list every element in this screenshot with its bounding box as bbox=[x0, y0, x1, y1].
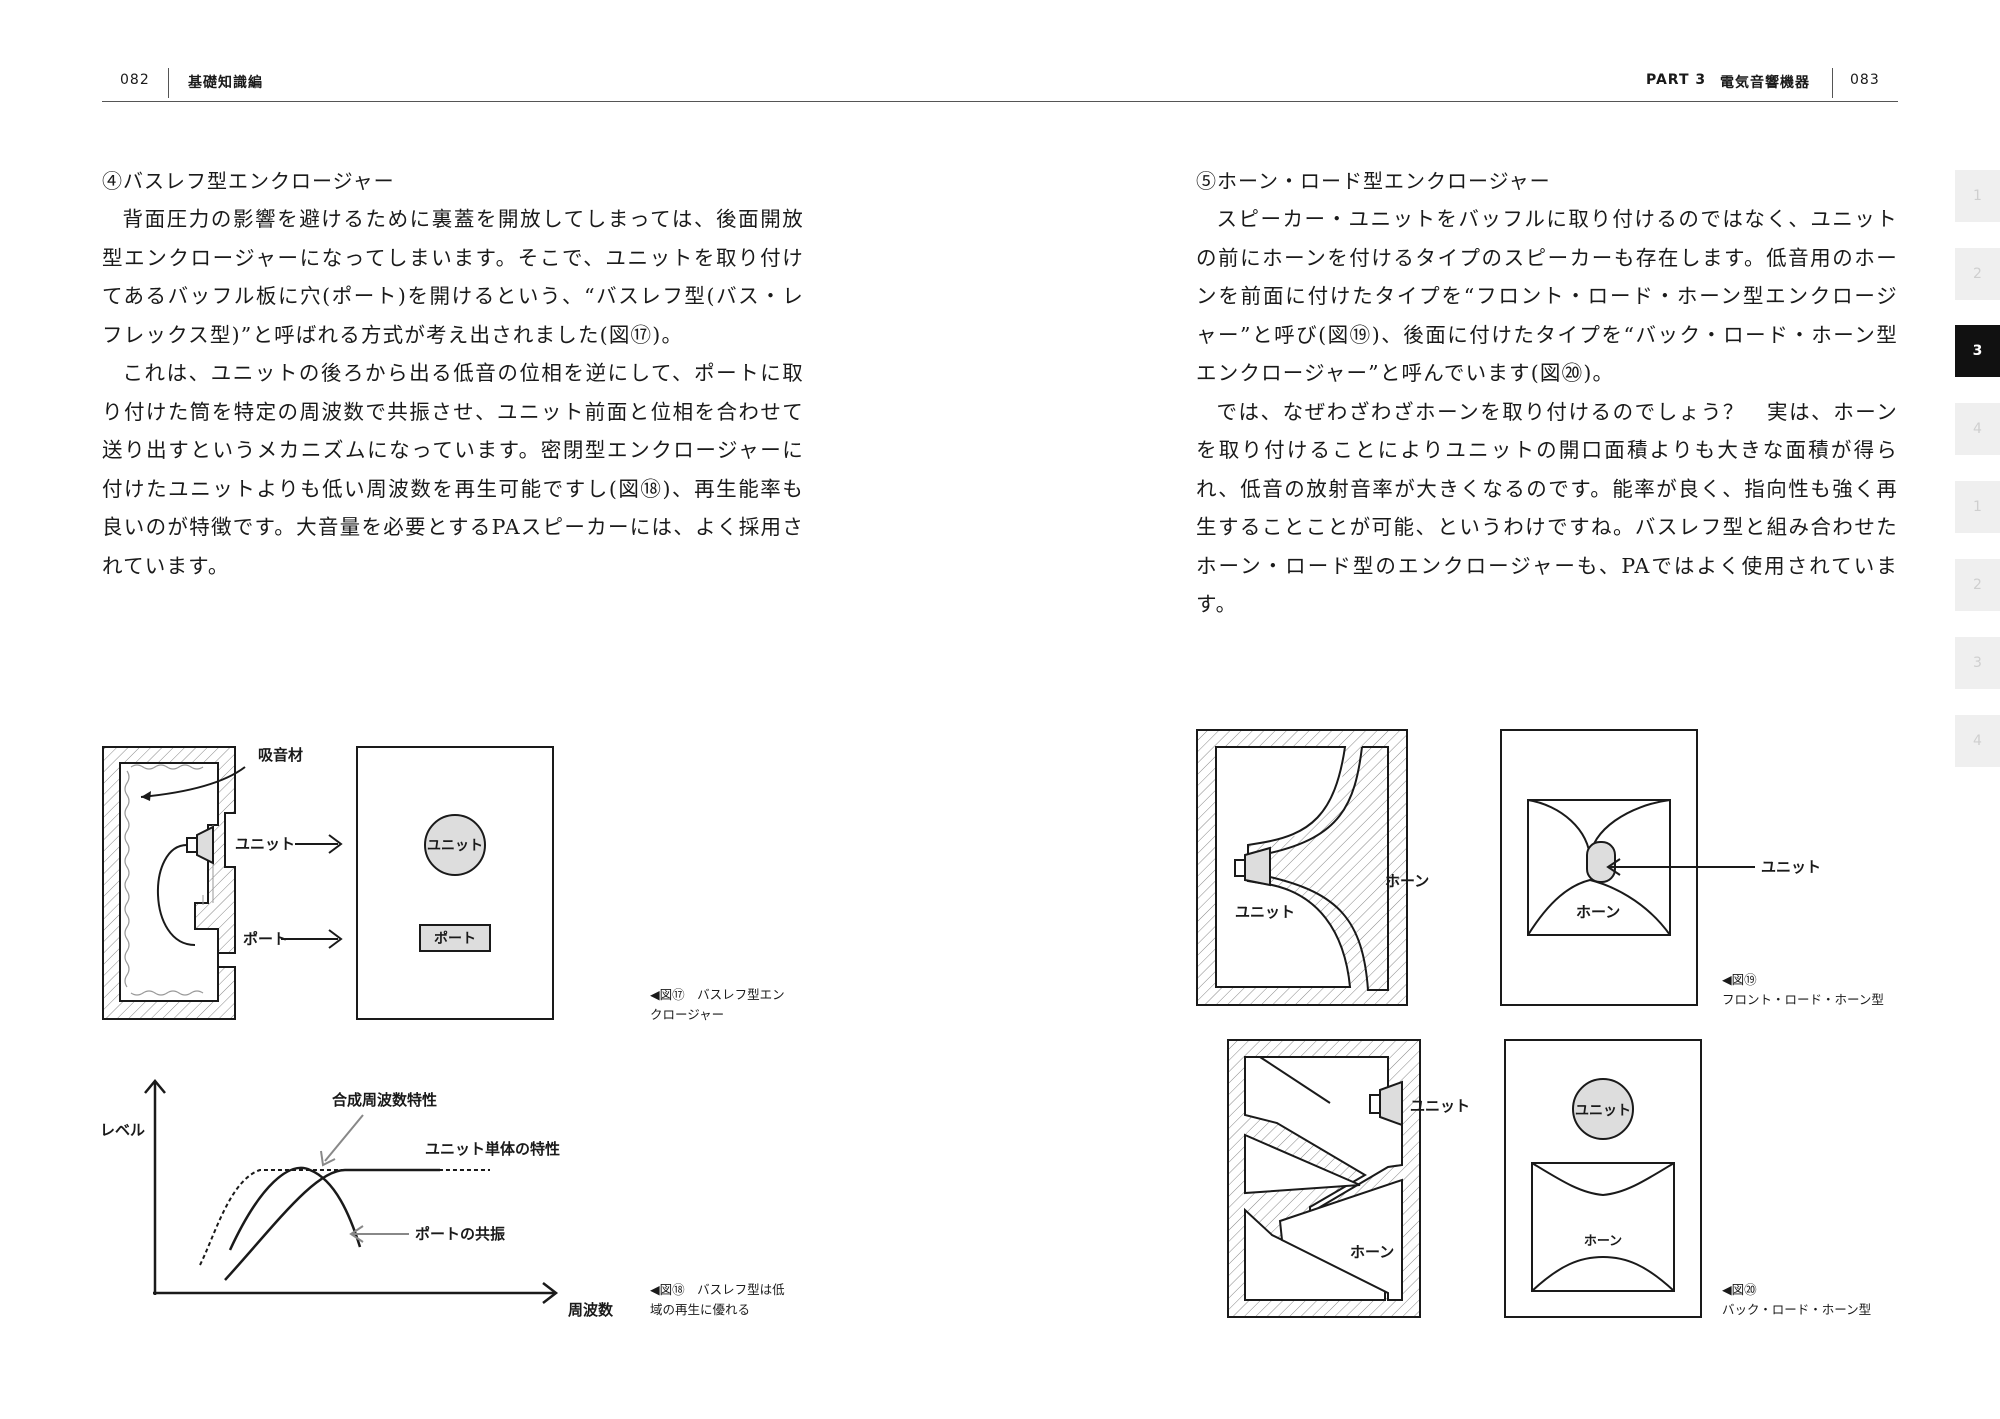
caption-line: バック・ロード・ホーン型 bbox=[1722, 1302, 1872, 1317]
right-section-title: 電気音響機器 bbox=[1720, 75, 1810, 91]
combined-response-curve bbox=[199, 1169, 490, 1266]
figure-20-caption: ◀図⑳ バック・ロード・ホーン型 bbox=[1722, 1280, 1871, 1320]
caption-line: フロント・ロード・ホーン型 bbox=[1722, 992, 1884, 1007]
side-tab[interactable]: 4 bbox=[1955, 715, 2000, 767]
paragraph: 背面圧力の影響を避けるために裏蓋を開放してしまっては、後面開放型エンクロージャー… bbox=[102, 207, 804, 347]
unit-magnet bbox=[1234, 859, 1246, 877]
combined-label: 合成周波数特性 bbox=[331, 1091, 437, 1109]
unit-cone bbox=[1244, 846, 1271, 887]
figure-18-frequency-graph: レベル 周波数 合成周波数特性 ユニット単体の特性 ポートの共振 bbox=[100, 1079, 614, 1319]
unit-front-circle bbox=[1572, 1078, 1634, 1140]
right-body-text: スピーカー・ユニットをバッフルに取り付けるのではなく、ユニットの前にホーンを付け… bbox=[1196, 200, 1898, 624]
figure-17-caption: ◀図⑰ バスレフ型エン クロージャー bbox=[650, 985, 785, 1025]
left-page-number: 082 bbox=[120, 72, 150, 88]
unit-arrow-label: ユニット bbox=[235, 835, 295, 853]
paragraph: では、なぜわざわざホーンを取り付けるのでしょう？ 実は、ホーンを取り付けることに… bbox=[1196, 399, 1898, 617]
unit-magnet bbox=[186, 837, 198, 853]
figure-19-front-load-horn-diagram: ホーン ユニット ホーン ユニット bbox=[1196, 729, 1821, 1006]
caption-line: ◀図⑱ バスレフ型は低 bbox=[650, 1282, 785, 1297]
unit-front-circle bbox=[424, 814, 486, 876]
figure-17-bass-reflex-diagram: 吸音材 ユニット ポート ユニット ポート bbox=[102, 746, 554, 1020]
side-tab[interactable]: 3 bbox=[1955, 637, 2000, 689]
side-tab[interactable]: 4 bbox=[1955, 403, 2000, 455]
x-axis-label: 周波数 bbox=[568, 1301, 614, 1319]
left-body-text: 背面圧力の影響を避けるために裏蓋を開放してしまっては、後面開放型エンクロージャー… bbox=[102, 200, 804, 585]
unit-only-label: ユニット単体の特性 bbox=[425, 1140, 560, 1158]
caption-line: ◀図⑳ bbox=[1722, 1282, 1757, 1297]
caption-line: ◀図⑰ バスレフ型エン bbox=[650, 987, 785, 1002]
figure-19-caption: ◀図⑲ フロント・ロード・ホーン型 bbox=[1722, 970, 1884, 1010]
paragraph: これは、ユニットの後ろから出る低音の位相を逆にして、ポートに取り付けた筒を特定の… bbox=[102, 361, 804, 578]
unit-front-label: ユニット bbox=[1575, 1103, 1631, 1119]
unit-arrow-label: ユニット bbox=[1761, 858, 1821, 876]
port-front-rect bbox=[419, 924, 491, 952]
port-resonance-label: ポートの共振 bbox=[415, 1225, 505, 1243]
unit-cone bbox=[1379, 1080, 1403, 1127]
side-tab-active[interactable]: 3 bbox=[1955, 325, 2000, 377]
unit-magnet bbox=[1369, 1094, 1381, 1114]
horn-unit bbox=[1586, 841, 1616, 883]
side-view-front-horn bbox=[1196, 729, 1408, 1006]
side-tab[interactable]: 1 bbox=[1955, 481, 2000, 533]
port-tube-path bbox=[157, 844, 196, 946]
side-tab[interactable]: 2 bbox=[1955, 248, 2000, 300]
horn-side-label: ホーン bbox=[1385, 872, 1429, 890]
y-axis-label: レベル bbox=[100, 1121, 145, 1139]
right-page-number: 083 bbox=[1850, 72, 1880, 88]
port-resonance-curve bbox=[228, 1166, 362, 1251]
unit-side-label: ユニット bbox=[1410, 1097, 1470, 1115]
caption-line: 域の再生に優れる bbox=[650, 1302, 751, 1317]
side-tab[interactable]: 2 bbox=[1955, 559, 2000, 611]
paragraph: スピーカー・ユニットをバッフルに取り付けるのではなく、ユニットの前にホーンを付け… bbox=[1196, 207, 1898, 385]
unit-side-label: ユニット bbox=[1235, 903, 1295, 921]
horn-front-label: ホーン bbox=[1584, 1234, 1622, 1249]
absorber-label: 吸音材 bbox=[258, 746, 303, 764]
front-view-back-horn: ユニット ホーン bbox=[1504, 1039, 1702, 1318]
absorber-wave bbox=[124, 770, 130, 988]
figure-20-back-load-horn-diagram: ユニット ホーン ユニット ホーン bbox=[1227, 1039, 1702, 1318]
section-title-bass-reflex: ④バスレフ型エンクロージャー bbox=[102, 169, 395, 193]
caption-line: クロージャー bbox=[650, 1007, 725, 1022]
horn-side-label: ホーン bbox=[1350, 1243, 1394, 1261]
figure-18-caption: ◀図⑱ バスレフ型は低 域の再生に優れる bbox=[650, 1280, 785, 1320]
unit-response-curve bbox=[224, 1168, 440, 1281]
side-view-back-horn bbox=[1227, 1039, 1421, 1318]
front-view-enclosure: ユニット ポート bbox=[356, 746, 554, 1020]
port-front-label: ポート bbox=[434, 930, 476, 947]
side-view-enclosure bbox=[102, 746, 246, 1020]
header-rule bbox=[102, 101, 1898, 102]
header-divider-right bbox=[1832, 68, 1833, 98]
unit-cone bbox=[196, 825, 214, 865]
section-title-horn-load: ⑤ホーン・ロード型エンクロージャー bbox=[1196, 169, 1551, 193]
horn-front-label: ホーン bbox=[1576, 903, 1620, 921]
caption-line: ◀図⑲ bbox=[1722, 972, 1757, 987]
unit-front-label: ユニット bbox=[427, 838, 483, 854]
port-arrow-label: ポート bbox=[243, 930, 288, 948]
left-section-title: 基礎知識編 bbox=[188, 75, 263, 91]
part-label: PART 3 bbox=[1646, 72, 1707, 88]
header-divider-left bbox=[168, 68, 169, 98]
side-tab[interactable]: 1 bbox=[1955, 170, 2000, 222]
